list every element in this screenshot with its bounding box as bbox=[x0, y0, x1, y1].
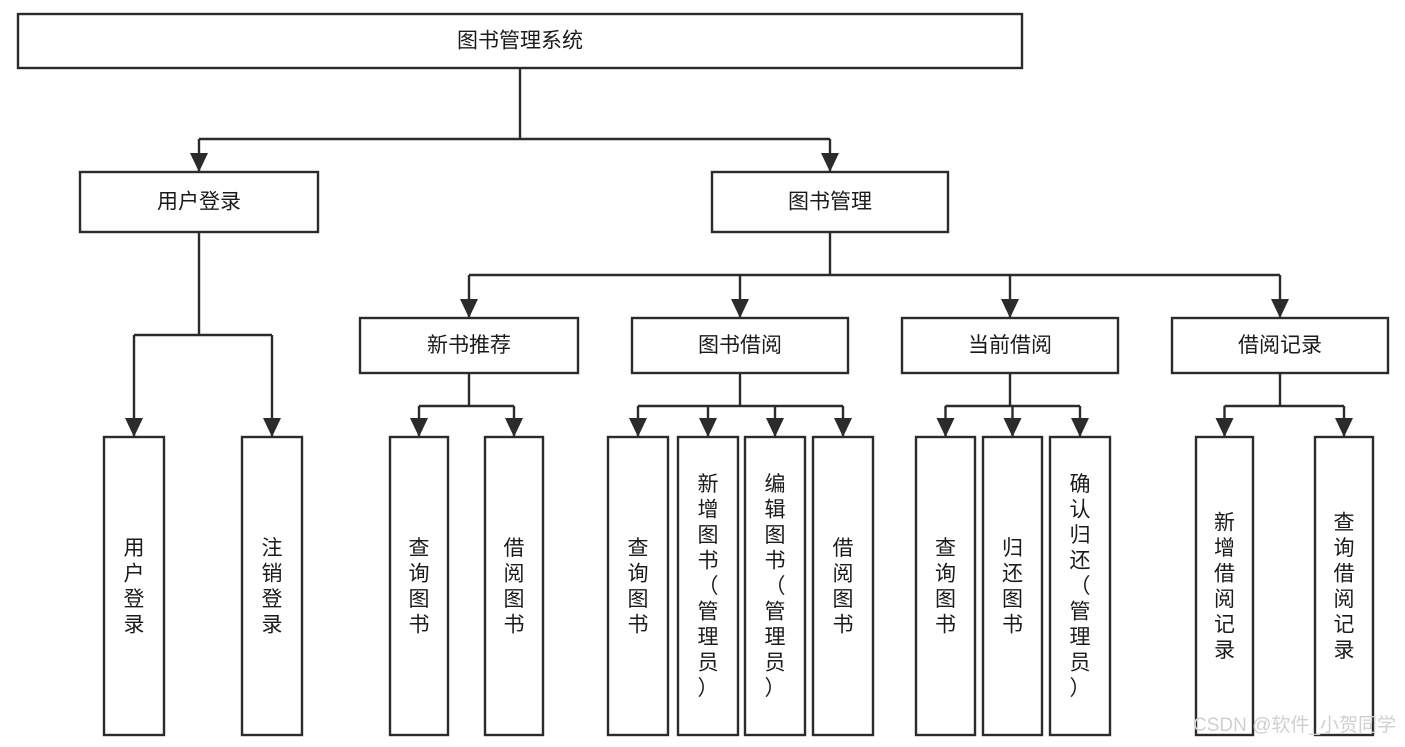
connector-group-root bbox=[190, 68, 839, 172]
node-box bbox=[981, 435, 1044, 737]
arrow-head-icon bbox=[1215, 418, 1234, 437]
node-box bbox=[358, 316, 580, 375]
connector-group-book_borrow bbox=[629, 373, 852, 437]
node-box bbox=[240, 435, 304, 737]
node-label: 图书管理 bbox=[788, 191, 872, 214]
node-label: 当前借阅 bbox=[968, 334, 1052, 357]
node-box bbox=[1194, 435, 1255, 737]
connector-group-new_book_rec bbox=[410, 373, 523, 437]
node-leaf-add-record[interactable]: 新增借阅记录 bbox=[1194, 435, 1255, 737]
csdn-watermark: CSDN @软件_小贺同学 bbox=[1193, 714, 1396, 736]
node-box bbox=[676, 435, 740, 737]
node-leaf-query-book-2[interactable]: 查询图书 bbox=[606, 435, 670, 737]
node-label: 用户登录 bbox=[157, 191, 241, 214]
node-box bbox=[483, 435, 545, 737]
node-label: 借阅图书 bbox=[833, 537, 854, 637]
arrow-head-icon bbox=[1335, 418, 1353, 437]
node-label: 新增图书（管理员） bbox=[698, 473, 719, 700]
node-box bbox=[388, 435, 450, 737]
node-box bbox=[606, 435, 670, 737]
connector-layer bbox=[125, 68, 1353, 437]
arrow-head-icon bbox=[834, 418, 852, 437]
node-leaf-logout[interactable]: 注销登录 bbox=[240, 435, 304, 737]
node-box bbox=[900, 316, 1120, 375]
arrow-head-icon bbox=[263, 418, 281, 437]
node-root[interactable]: 图书管理系统 bbox=[16, 12, 1024, 70]
node-box bbox=[1313, 435, 1375, 737]
arrow-head-icon bbox=[731, 299, 749, 318]
arrow-head-icon bbox=[1071, 418, 1089, 437]
node-leaf-user-login[interactable]: 用户登录 bbox=[102, 435, 166, 737]
node-label: 查询图书 bbox=[409, 537, 430, 637]
node-book-borrow[interactable]: 图书借阅 bbox=[630, 316, 850, 375]
node-borrow-record[interactable]: 借阅记录 bbox=[1170, 316, 1390, 375]
arrow-head-icon bbox=[821, 153, 839, 172]
node-current-borrow[interactable]: 当前借阅 bbox=[900, 316, 1120, 375]
node-leaf-add-book[interactable]: 新增图书（管理员） bbox=[676, 435, 740, 737]
node-leaf-query-book-3[interactable]: 查询图书 bbox=[914, 435, 977, 737]
node-leaf-edit-book[interactable]: 编辑图书（管理员） bbox=[743, 435, 807, 737]
node-label: 查询图书 bbox=[935, 537, 956, 637]
node-label: 新书推荐 bbox=[427, 334, 511, 357]
arrow-head-icon bbox=[505, 418, 523, 437]
node-box bbox=[78, 170, 320, 234]
node-label: 查询图书 bbox=[628, 537, 649, 637]
arrow-head-icon bbox=[766, 418, 784, 437]
node-label: 图书管理系统 bbox=[457, 30, 583, 53]
arrow-head-icon bbox=[936, 418, 955, 437]
node-label: 图书借阅 bbox=[698, 334, 782, 357]
node-box bbox=[710, 170, 950, 234]
node-box bbox=[1170, 316, 1390, 375]
arrow-head-icon bbox=[629, 418, 647, 437]
connector-group-book_manage bbox=[460, 232, 1289, 318]
node-leaf-query-record[interactable]: 查询借阅记录 bbox=[1313, 435, 1375, 737]
arrow-head-icon bbox=[1271, 299, 1289, 318]
node-label: 新增借阅记录 bbox=[1214, 511, 1235, 662]
node-leaf-return-book[interactable]: 归还图书 bbox=[981, 435, 1044, 737]
node-label: 查询借阅记录 bbox=[1334, 511, 1355, 662]
arrow-head-icon bbox=[190, 153, 208, 172]
node-label: 借阅图书 bbox=[504, 537, 525, 637]
node-label: 归还图书 bbox=[1002, 537, 1023, 637]
node-box bbox=[1048, 435, 1112, 737]
node-label: 编辑图书（管理员） bbox=[765, 473, 786, 700]
arrow-head-icon bbox=[699, 418, 717, 437]
node-label: 借阅记录 bbox=[1238, 334, 1322, 357]
node-label: 注销登录 bbox=[262, 537, 283, 637]
arrow-head-icon bbox=[410, 418, 428, 437]
node-new-book-rec[interactable]: 新书推荐 bbox=[358, 316, 580, 375]
node-label: 用户登录 bbox=[124, 537, 145, 637]
node-box bbox=[630, 316, 850, 375]
node-box bbox=[102, 435, 166, 737]
node-layer: 图书管理系统用户登录图书管理新书推荐图书借阅当前借阅借阅记录用户登录注销登录查询… bbox=[16, 12, 1390, 737]
node-box bbox=[16, 12, 1024, 70]
node-leaf-confirm-return[interactable]: 确认归还（管理员） bbox=[1048, 435, 1112, 737]
node-box bbox=[811, 435, 875, 737]
node-user-login[interactable]: 用户登录 bbox=[78, 170, 320, 234]
connector-group-user_login bbox=[125, 232, 281, 437]
arrow-head-icon bbox=[125, 418, 143, 437]
node-leaf-borrow-book-1[interactable]: 借阅图书 bbox=[483, 435, 545, 737]
arrow-head-icon bbox=[1003, 418, 1022, 437]
arrow-head-icon bbox=[1001, 299, 1019, 318]
connector-group-borrow_record bbox=[1215, 373, 1353, 437]
node-leaf-query-book-1[interactable]: 查询图书 bbox=[388, 435, 450, 737]
node-book-manage[interactable]: 图书管理 bbox=[710, 170, 950, 234]
node-box bbox=[743, 435, 807, 737]
arrow-head-icon bbox=[460, 299, 478, 318]
connector-group-current_borrow bbox=[936, 373, 1089, 437]
node-box bbox=[914, 435, 977, 737]
node-leaf-borrow-book-2[interactable]: 借阅图书 bbox=[811, 435, 875, 737]
node-label: 确认归还（管理员） bbox=[1070, 473, 1091, 700]
